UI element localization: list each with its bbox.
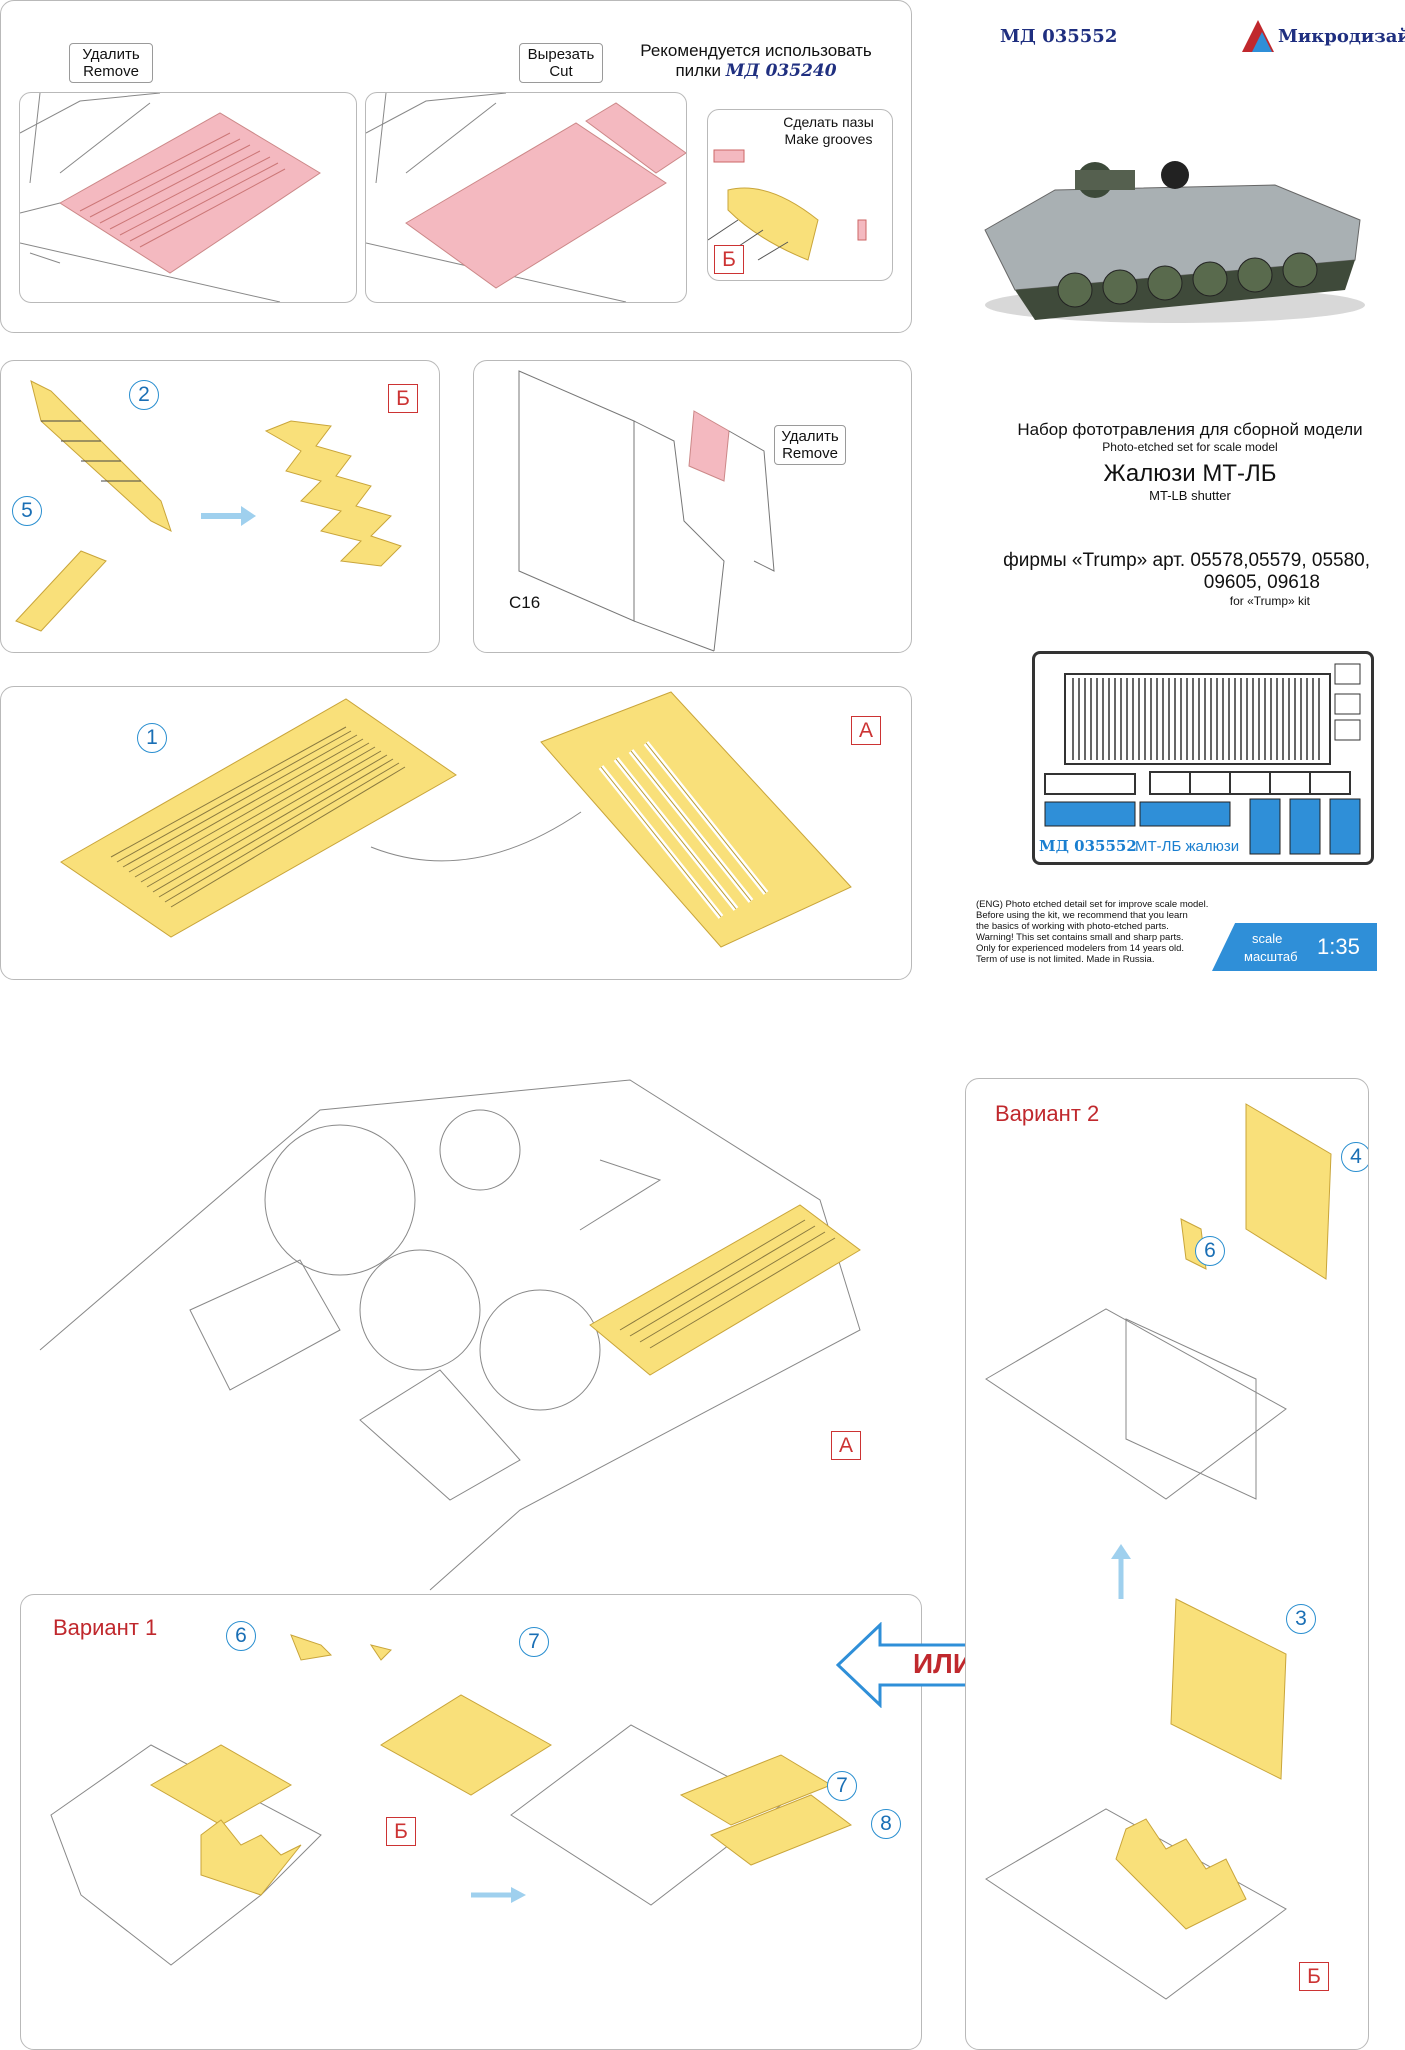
scale-value: 1:35	[1317, 934, 1360, 959]
vehicle-photo-drawing	[984, 161, 1365, 323]
set-title-en: Photo-etched set for scale model	[1102, 440, 1278, 454]
variant1-part-7b: 7	[827, 1771, 857, 1801]
cut-callout: Вырезать Cut	[519, 43, 603, 83]
scale-en-text: scale	[1252, 931, 1283, 946]
variant1-part-8: 8	[871, 1809, 901, 1839]
sub-view-cut	[365, 92, 687, 303]
recommend-line2: пилки	[675, 61, 721, 80]
article-number: МД 035552	[1000, 26, 1118, 47]
part2-assembly-drawing	[15, 380, 402, 632]
variant1-part-6: 6	[226, 1621, 256, 1651]
part1-drawing	[60, 691, 852, 948]
main-hull-drawing	[39, 1079, 861, 1591]
fret-name: МТ-ЛБ жалюзи	[1135, 838, 1240, 855]
disclaimer-line6: Term of use is not limited. Made in Russ…	[976, 954, 1155, 965]
pe-fret: МД 035552 МТ-ЛБ жалюзи	[1032, 651, 1374, 865]
scale-badge: scale масштаб 1:35	[1212, 923, 1377, 971]
remove-c16-ru: Удалить	[781, 428, 839, 445]
brand-logo: Микродизайн	[1238, 18, 1405, 54]
hull-view-remove-drawing	[20, 93, 321, 302]
variant1-title: Вариант 1	[53, 1615, 158, 1640]
scale-ru-text: масштаб	[1244, 949, 1298, 964]
kit-line1: фирмы «Trump» арт. 05578,05579, 05580,	[1003, 550, 1370, 571]
panel-part2-assembly: 2 5 Б	[0, 360, 440, 653]
panel-part1: 1 А	[0, 686, 912, 980]
part-number-1: 1	[137, 723, 167, 753]
grooves-en-text: Make grooves	[784, 131, 873, 147]
product-title-en: MT-LB shutter	[1149, 488, 1231, 503]
variant2-part-4: 4	[1341, 1142, 1368, 1172]
brand-name: Микродизайн	[1278, 26, 1405, 47]
recommend-code: МД 035240	[725, 61, 837, 81]
label-b-panel2: Б	[388, 384, 418, 413]
panel-remove-c16: Удалить Remove C16	[473, 360, 912, 653]
part-number-5: 5	[12, 496, 42, 526]
label-a-panel4: А	[851, 716, 881, 745]
kit-en: for «Trump» kit	[1229, 594, 1310, 608]
part-number-2: 2	[129, 380, 159, 410]
label-b-panel1: Б	[714, 245, 744, 274]
variant1-label-b: Б	[386, 1817, 416, 1846]
disclaimer-line4: Warning! This set contains small and sha…	[976, 932, 1184, 943]
disclaimer: (ENG) Photo etched detail set for improv…	[976, 899, 1236, 965]
disclaimer-line3: the basics of working with photo-etched …	[976, 921, 1169, 932]
remove-callout: Удалить Remove	[69, 43, 153, 83]
grooves-drawing	[708, 149, 867, 261]
recommend-line1: Рекомендуется использовать	[640, 41, 872, 60]
recommend-note: Рекомендуется использовать пилки МД 0352…	[621, 41, 891, 81]
variant2-title: Вариант 2	[995, 1101, 1100, 1126]
grooves-note: Сделать пазы Make grooves	[771, 114, 886, 148]
set-title-ru: Набор фототравления для сборной модели	[1017, 420, 1363, 439]
product-title-ru: Жалюзи МТ-ЛБ	[1103, 460, 1277, 487]
remove-c16-en: Remove	[782, 445, 838, 462]
pe-fret-drawing	[1044, 663, 1361, 855]
panel-variant-2: Вариант 2 4 6 3 Б	[965, 1078, 1369, 2050]
disclaimer-line5: Only for experienced modelers from 14 ye…	[976, 943, 1185, 954]
kit-line2-wrap: 09605, 09618 for «Trump» kit	[950, 572, 1370, 608]
hull-view-cut-drawing	[366, 93, 686, 302]
disclaimer-line2: Before using the kit, we recommend that …	[976, 910, 1188, 921]
cut-en-text: Cut	[549, 63, 573, 80]
fret-code: МД 035552	[1039, 837, 1137, 855]
variant2-drawing	[985, 1103, 1332, 2000]
variant1-part-7: 7	[519, 1627, 549, 1657]
info-block: Набор фототравления для сборной модели P…	[990, 420, 1390, 503]
panel-remove-cut: Удалить Remove Вырезать Cut Рекомендуетс…	[0, 0, 912, 333]
label-a-main: А	[831, 1431, 861, 1460]
remove-callout-c16: Удалить Remove	[774, 425, 846, 465]
disclaimer-line1: (ENG) Photo etched detail set for improv…	[976, 899, 1209, 910]
variant2-part-3: 3	[1286, 1604, 1316, 1634]
vehicle-photo	[975, 140, 1375, 330]
grooves-ru-text: Сделать пазы	[783, 114, 874, 130]
or-label: ИЛИ	[913, 1648, 973, 1679]
recommend-line2-wrap: пилки МД 035240	[621, 61, 891, 81]
remove-ru-text: Удалить	[82, 46, 140, 63]
c16-drawing	[518, 370, 775, 652]
panel-variant-1: Вариант 1 6 7 Б 7 8	[20, 1594, 922, 2050]
remove-en-text: Remove	[83, 63, 139, 80]
variant2-part-6: 6	[1195, 1236, 1225, 1266]
part-label-c16: C16	[509, 593, 541, 612]
sub-view-remove	[19, 92, 357, 303]
variant1-drawing	[50, 1634, 853, 1966]
kit-info: фирмы «Trump» арт. 05578,05579, 05580, 0…	[950, 550, 1370, 608]
variant2-label-b: Б	[1299, 1962, 1329, 1991]
cut-ru-text: Вырезать	[527, 46, 595, 63]
kit-line2: 09605, 09618	[1203, 572, 1320, 593]
brand-logo-mark	[1242, 20, 1274, 52]
